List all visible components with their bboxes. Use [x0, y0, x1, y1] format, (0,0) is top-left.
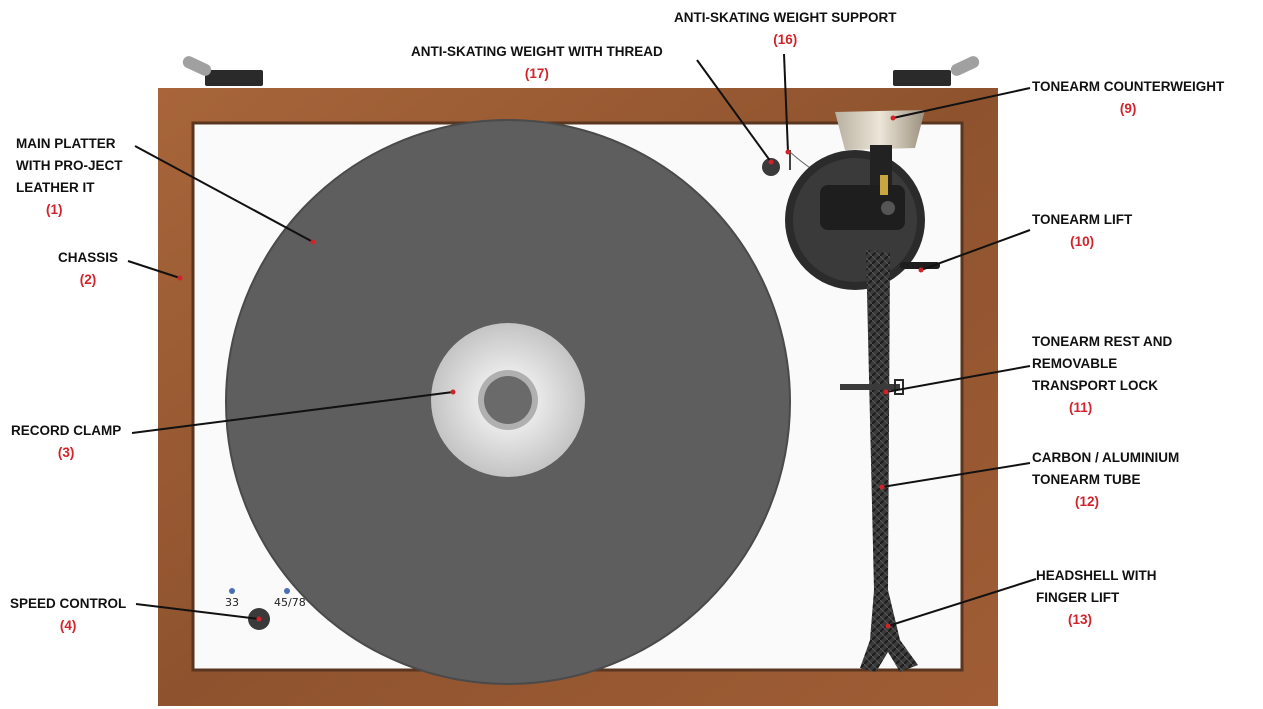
label-number: (12) [1075, 491, 1179, 513]
label-headshell: HEADSHELL WITH FINGER LIFT (13) [1036, 565, 1157, 631]
label-antiskating-support: ANTI-SKATING WEIGHT SUPPORT (16) [674, 7, 897, 51]
label-chassis: CHASSIS (2) [58, 247, 118, 291]
label-line: FINGER LIFT [1036, 587, 1157, 609]
speed-label-45-78: 45/78 [274, 596, 306, 609]
label-number: (2) [58, 269, 118, 291]
label-main-platter: MAIN PLATTER WITH PRO-JECT LEATHER IT (1… [16, 133, 123, 221]
label-number: (3) [11, 442, 121, 464]
tonearm-rest [840, 384, 900, 390]
label-line: LEATHER IT [16, 177, 123, 199]
label-number: (11) [1069, 397, 1172, 419]
dust-cover-hinge-right [893, 54, 981, 86]
label-number: (10) [1032, 231, 1132, 253]
label-line: ANTI-SKATING WEIGHT SUPPORT [674, 7, 897, 29]
label-record-clamp: RECORD CLAMP (3) [11, 420, 121, 464]
label-tonearm-lift: TONEARM LIFT (10) [1032, 209, 1132, 253]
label-tonearm-counterweight: TONEARM COUNTERWEIGHT (9) [1032, 76, 1224, 120]
label-line: CHASSIS [58, 247, 118, 269]
speed-mark-dot-33 [229, 588, 235, 594]
label-line: TONEARM TUBE [1032, 469, 1179, 491]
label-line: WITH PRO-JECT [16, 155, 123, 177]
label-line: RECORD CLAMP [11, 420, 121, 442]
label-line: TRANSPORT LOCK [1032, 375, 1172, 397]
speed-mark-dot-45 [284, 588, 290, 594]
label-tonearm-rest: TONEARM REST AND REMOVABLE TRANSPORT LOC… [1032, 331, 1172, 419]
label-line: TONEARM LIFT [1032, 209, 1132, 231]
label-number: (9) [1032, 98, 1224, 120]
label-number: (1) [46, 199, 123, 221]
label-line: TONEARM REST AND [1032, 331, 1172, 353]
label-line: SPEED CONTROL [10, 593, 126, 615]
speed-label-33: 33 [225, 596, 239, 609]
label-line: TONEARM COUNTERWEIGHT [1032, 76, 1224, 98]
label-number: (17) [411, 63, 663, 85]
label-number: (16) [674, 29, 897, 51]
label-line: REMOVABLE [1032, 353, 1172, 375]
label-line: CARBON / ALUMINIUM [1032, 447, 1179, 469]
label-speed-control: SPEED CONTROL (4) [10, 593, 126, 637]
label-number: (13) [1068, 609, 1157, 631]
tonearm-counterweight [835, 110, 925, 150]
label-line: HEADSHELL WITH [1036, 565, 1157, 587]
dust-cover-hinge-left [181, 54, 263, 86]
label-number: (4) [10, 615, 126, 637]
label-line: MAIN PLATTER [16, 133, 123, 155]
label-tonearm-tube: CARBON / ALUMINIUM TONEARM TUBE (12) [1032, 447, 1179, 513]
label-antiskating-weight: ANTI-SKATING WEIGHT WITH THREAD (17) [411, 41, 663, 85]
label-line: ANTI-SKATING WEIGHT WITH THREAD [411, 41, 663, 63]
